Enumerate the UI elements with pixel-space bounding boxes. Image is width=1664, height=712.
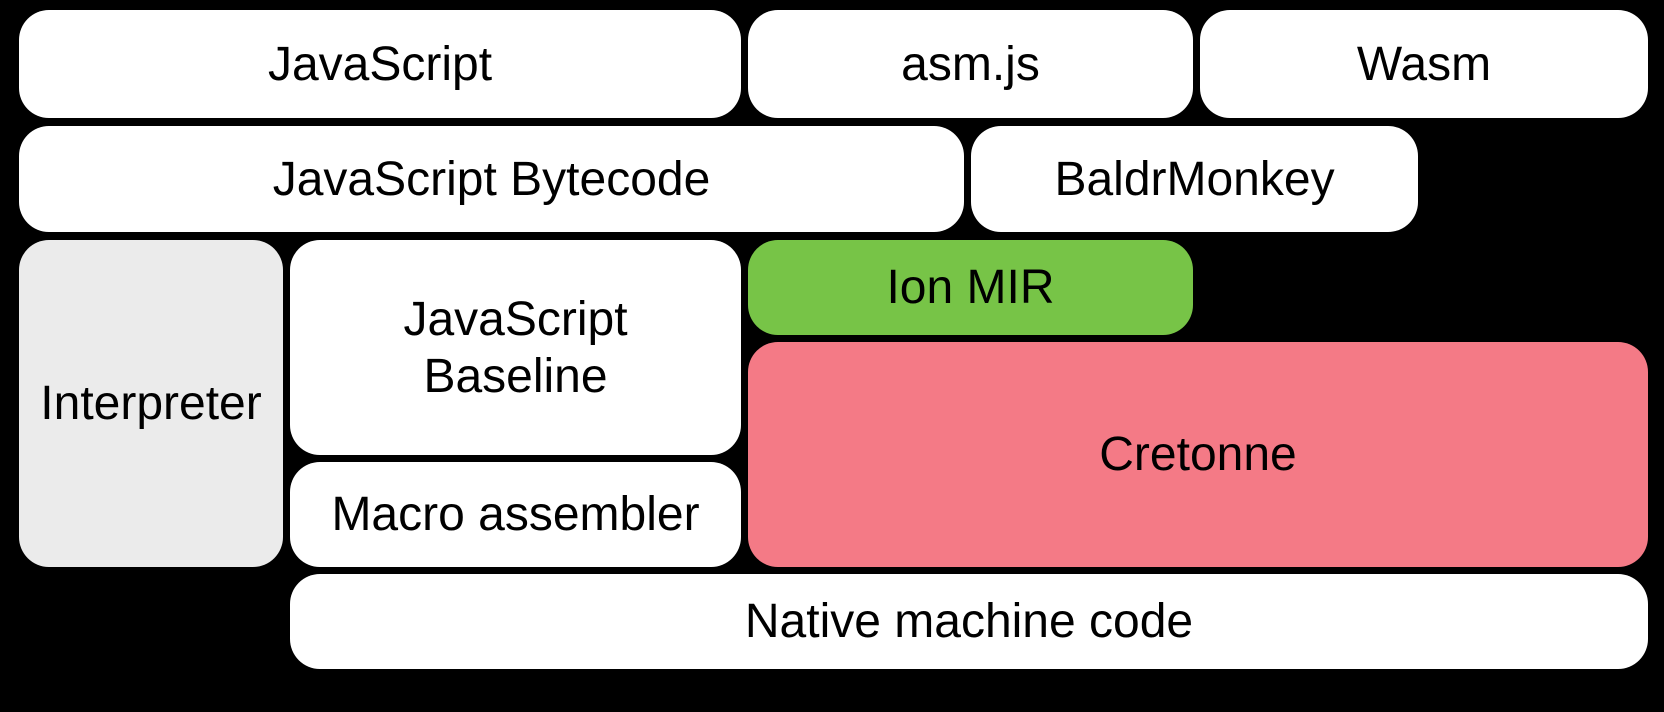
box-wasm-label: Wasm — [1356, 37, 1492, 91]
box-baldrmonkey: BaldrMonkey — [971, 126, 1418, 232]
box-javascript-bytecode: JavaScript Bytecode — [19, 126, 964, 232]
box-javascript-bytecode-label: JavaScript Bytecode — [272, 152, 711, 206]
box-interpreter-label: Interpreter — [40, 377, 262, 430]
box-baldrmonkey-label: BaldrMonkey — [1054, 152, 1335, 206]
box-asmjs-label: asm.js — [901, 37, 1040, 91]
box-native-machine-code: Native machine code — [290, 574, 1648, 669]
box-native-machine-code-label: Native machine code — [744, 595, 1194, 648]
box-ion-mir: Ion MIR — [748, 240, 1193, 335]
box-cretonne: Cretonne — [748, 342, 1648, 567]
box-interpreter: Interpreter — [19, 240, 283, 567]
box-javascript-label: JavaScript — [267, 37, 493, 91]
box-javascript: JavaScript — [19, 10, 741, 118]
box-ion-mir-label: Ion MIR — [886, 261, 1055, 314]
box-javascript-baseline-label: JavaScript Baseline — [403, 292, 628, 403]
box-macro-assembler: Macro assembler — [290, 462, 741, 567]
box-macro-assembler-label: Macro assembler — [331, 488, 700, 541]
box-asmjs: asm.js — [748, 10, 1193, 118]
box-cretonne-label: Cretonne — [1099, 428, 1297, 481]
box-wasm: Wasm — [1200, 10, 1648, 118]
box-javascript-baseline: JavaScript Baseline — [290, 240, 741, 455]
